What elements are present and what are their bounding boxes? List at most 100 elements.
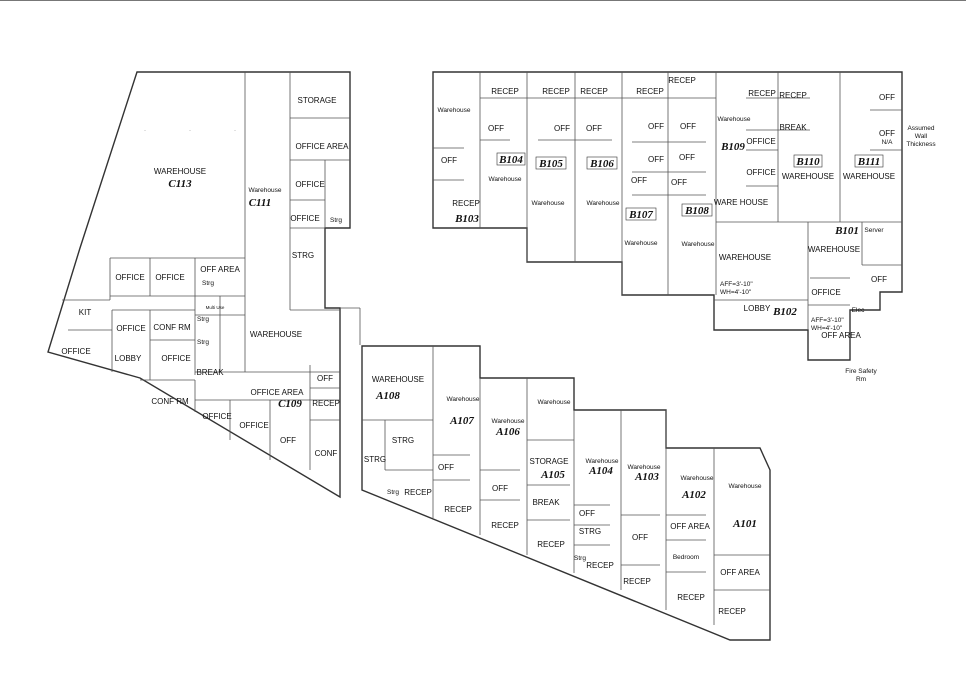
b-recep-1: RECEP (491, 87, 519, 96)
c-break: BREAK (196, 368, 224, 377)
b105-unit: B105 (538, 158, 563, 170)
assumed-wall-1: Assumed (907, 125, 934, 132)
a101-label: Warehouse (729, 483, 762, 490)
a-recep-5: RECEP (586, 561, 614, 570)
b-off-1: OFF (488, 124, 504, 133)
a103-label: Warehouse (628, 464, 661, 471)
b-warehouse-3: Warehouse (532, 200, 565, 207)
b101-unit: B101 (834, 225, 859, 237)
b-off-12: OFF (879, 129, 895, 138)
c-office-b1: OFFICE (202, 412, 231, 421)
a107-unit: A107 (449, 415, 474, 427)
b-warehouse-5: Warehouse (625, 240, 658, 247)
assumed-wall-2: Wall (915, 133, 928, 140)
b103-unit: B103 (454, 213, 479, 225)
c-off-2: OFF (280, 436, 296, 445)
b-off-9: OFF (631, 176, 647, 185)
b102-unit: B102 (772, 306, 797, 318)
b101-label: WAREHOUSE (808, 245, 860, 254)
a107-label: Warehouse (447, 396, 480, 403)
b-ware: WARE HOUSE (714, 198, 768, 207)
b109-unit: B109 (720, 141, 745, 153)
c-off: OFF (317, 374, 333, 383)
a106-label: Warehouse (492, 418, 525, 425)
c-storage-label: STORAGE (298, 96, 337, 105)
c111-unit: C111 (249, 197, 272, 209)
c-lobby: LOBBY (115, 354, 142, 363)
b-off-10: OFF (671, 178, 687, 187)
b-off-3: OFF (554, 124, 570, 133)
a-strg-2: STRG (364, 455, 386, 464)
a108-unit: A108 (375, 390, 400, 402)
a-off-area-2: OFF AREA (720, 568, 760, 577)
a103-unit: A103 (634, 471, 659, 483)
a-off-3: OFF (579, 509, 595, 518)
c-office-l2: OFFICE (155, 273, 184, 282)
c-strg-4: Strg (197, 316, 209, 323)
b-recep-6: RECEP (748, 89, 776, 98)
c111-label: Warehouse (249, 187, 282, 194)
a-strg-3: Strg (387, 489, 399, 496)
b-off-11: OFF (879, 93, 895, 102)
a-off-1: OFF (438, 463, 454, 472)
c-office-l4: OFFICE (61, 347, 90, 356)
c-multi-use: Multi Use (206, 305, 225, 310)
b-elec: Elec (852, 307, 865, 314)
b-warehouse-4: Warehouse (587, 200, 620, 207)
c-strg-1: Strg (330, 217, 342, 224)
a-break: BREAK (532, 498, 560, 507)
b-wh-1: WH=4'-10" (720, 289, 752, 296)
b-fire-1: Fire Safety (845, 368, 877, 375)
b-office-3: OFFICE (811, 288, 840, 297)
c-office-area-label: OFFICE AREA (296, 142, 350, 151)
b106-unit: B106 (589, 158, 614, 170)
b110-label: WAREHOUSE (782, 172, 834, 181)
c-office-l5: OFFICE (161, 354, 190, 363)
b-lobby: LOBBY (744, 304, 771, 313)
b-recep-4: RECEP (636, 87, 664, 96)
building-b: Warehouse RECEP OFF OFF B104 Warehouse R… (432, 71, 936, 383)
assumed-wall-3: Thickness (906, 141, 936, 148)
a102-unit: A102 (681, 489, 706, 501)
a-strg-5: Strg (574, 555, 586, 562)
c-office-2: OFFICE (290, 214, 319, 223)
a105-unit: A105 (540, 469, 565, 481)
b-off-5: OFF (648, 122, 664, 131)
b-wh-2: WH=4'-10" (811, 325, 843, 332)
b-aff-1: AFF=3'-10" (720, 281, 753, 288)
building-c-outline (47, 71, 351, 499)
c113-unit: C113 (168, 178, 192, 190)
c109-label: OFFICE AREA (251, 388, 305, 397)
b107-unit: B107 (628, 209, 653, 221)
a-bedroom: Bedroom (673, 554, 699, 561)
a108-label: WAREHOUSE (372, 375, 424, 384)
b-recep-b103: RECEP (452, 199, 480, 208)
c-office-1: OFFICE (295, 180, 324, 189)
b110-unit: B110 (795, 156, 820, 168)
a-recep-6: RECEP (623, 577, 651, 586)
c-conf-rm-1: CONF RM (153, 323, 191, 332)
a-storage: STORAGE (530, 457, 569, 466)
b104-unit: B104 (498, 154, 523, 166)
b-off-8: OFF (679, 153, 695, 162)
b-off-6: OFF (680, 122, 696, 131)
b-recep-3: RECEP (580, 87, 608, 96)
a104-label: Warehouse (586, 458, 619, 465)
b-server: Server (864, 227, 884, 234)
b-warehouse-7: Warehouse (718, 116, 751, 123)
a102-label: Warehouse (681, 475, 714, 482)
b-off-7: OFF (648, 155, 664, 164)
b-off-area: OFF AREA (821, 331, 861, 340)
b-na: N/A (882, 139, 894, 146)
b-fire-2: Rm (856, 376, 866, 383)
b111-label: WAREHOUSE (843, 172, 895, 181)
a-strg-4: STRG (579, 527, 601, 536)
a105-warehouse: Warehouse (538, 399, 571, 406)
a-strg-1: STRG (392, 436, 414, 445)
c-off-area: OFF AREA (200, 265, 240, 274)
a106-unit: A106 (495, 426, 520, 438)
a-recep-3: RECEP (491, 521, 519, 530)
c-strg-5: Strg (197, 339, 209, 346)
b-break: BREAK (779, 123, 807, 132)
